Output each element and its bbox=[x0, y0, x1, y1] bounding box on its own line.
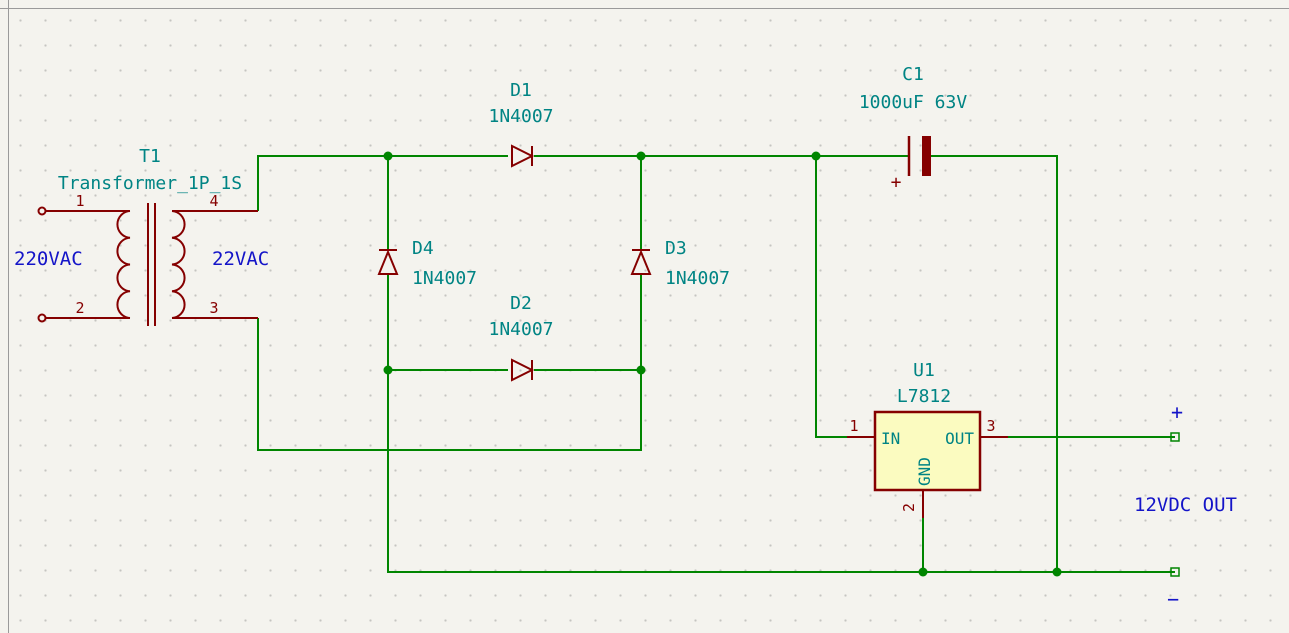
label-22vac[interactable]: 22VAC bbox=[212, 248, 269, 270]
diode-ref[interactable]: D1 bbox=[510, 80, 532, 101]
capacitor-value[interactable]: 1000uF 63V bbox=[859, 92, 968, 113]
capacitor-polarity-mark: + bbox=[891, 172, 902, 193]
transformer-t1[interactable]: T1 Transformer_1P_1S 1 2 4 3 bbox=[37, 146, 259, 326]
transformer-value[interactable]: Transformer_1P_1S bbox=[58, 173, 242, 194]
transformer-pin4-number: 4 bbox=[209, 192, 218, 210]
diode-ref[interactable]: D4 bbox=[412, 238, 434, 259]
regulator-ref[interactable]: U1 bbox=[913, 360, 935, 381]
diode-value[interactable]: 1N4007 bbox=[488, 319, 553, 340]
unconnected-pin-circle bbox=[37, 206, 47, 216]
junction-dot bbox=[636, 151, 646, 161]
regulator-pin-out-number: 3 bbox=[986, 417, 995, 435]
diode-d2[interactable]: D2 1N4007 bbox=[488, 293, 554, 382]
regulator-pin-in-number: 1 bbox=[849, 417, 858, 435]
regulator-pin-gnd-name: GND bbox=[915, 457, 934, 486]
regulator-pin-out-name: OUT bbox=[945, 429, 974, 448]
transformer-pin1-number: 1 bbox=[75, 192, 84, 210]
junction-dot bbox=[383, 151, 393, 161]
diode-d4[interactable]: D4 1N4007 bbox=[377, 238, 477, 289]
transformer-ref[interactable]: T1 bbox=[139, 146, 161, 167]
label-12vdc-out[interactable]: 12VDC OUT bbox=[1134, 494, 1237, 516]
diode-value[interactable]: 1N4007 bbox=[412, 268, 477, 289]
diode-triangle bbox=[511, 358, 535, 382]
regulator-u1[interactable]: IN OUT GND 1 3 2 U1 L7812 bbox=[847, 360, 1008, 518]
junction-dot bbox=[918, 567, 928, 577]
junction-dot bbox=[636, 365, 646, 375]
capacitor-plate-negative bbox=[922, 136, 931, 176]
label-output-minus[interactable]: − bbox=[1167, 587, 1179, 611]
transformer-pin3-number: 3 bbox=[209, 299, 218, 317]
diode-ref[interactable]: D3 bbox=[665, 238, 687, 259]
transformer-pin-lines bbox=[45, 210, 258, 319]
junction-dot bbox=[811, 151, 821, 161]
capacitor-ref[interactable]: C1 bbox=[902, 64, 924, 85]
diode-value[interactable]: 1N4007 bbox=[488, 106, 553, 127]
label-220vac[interactable]: 220VAC bbox=[14, 248, 83, 270]
unconnected-pin-circle bbox=[37, 313, 47, 323]
regulator-pin-in-name: IN bbox=[881, 429, 900, 448]
wire-c1-to-ground[interactable] bbox=[931, 155, 1058, 572]
wire-ac2[interactable] bbox=[257, 318, 642, 451]
diode-triangle bbox=[511, 144, 535, 168]
regulator-pin-gnd-number: 2 bbox=[900, 503, 918, 512]
diode-d3[interactable]: D3 1N4007 bbox=[630, 238, 730, 289]
wires bbox=[257, 155, 1175, 573]
diode-triangle bbox=[630, 249, 652, 275]
junctions bbox=[383, 151, 1062, 577]
primary-winding bbox=[116, 210, 131, 319]
junction-dot bbox=[383, 365, 393, 375]
junction-dot bbox=[1052, 567, 1062, 577]
label-output-plus[interactable]: + bbox=[1171, 400, 1183, 424]
output-terminal-minus[interactable] bbox=[1170, 567, 1180, 577]
wire-ac1[interactable] bbox=[257, 155, 508, 211]
transformer-core bbox=[147, 203, 156, 326]
regulator-pin-lines bbox=[847, 436, 1008, 518]
capacitor-c1[interactable]: + C1 1000uF 63V bbox=[859, 64, 968, 193]
output-terminal-plus[interactable] bbox=[1170, 432, 1180, 442]
wire-to-regulator-in[interactable] bbox=[815, 156, 847, 438]
diode-triangle bbox=[377, 249, 399, 275]
regulator-body[interactable] bbox=[873, 410, 982, 492]
diode-d1[interactable]: D1 1N4007 bbox=[488, 80, 554, 168]
output-section: + − 12VDC OUT bbox=[1134, 400, 1237, 611]
diode-ref[interactable]: D2 bbox=[510, 293, 532, 314]
diode-value[interactable]: 1N4007 bbox=[665, 268, 730, 289]
transformer-pin2-number: 2 bbox=[75, 299, 84, 317]
wire-ground-rail[interactable] bbox=[387, 370, 1175, 573]
secondary-winding bbox=[171, 210, 186, 319]
regulator-value[interactable]: L7812 bbox=[897, 386, 951, 407]
